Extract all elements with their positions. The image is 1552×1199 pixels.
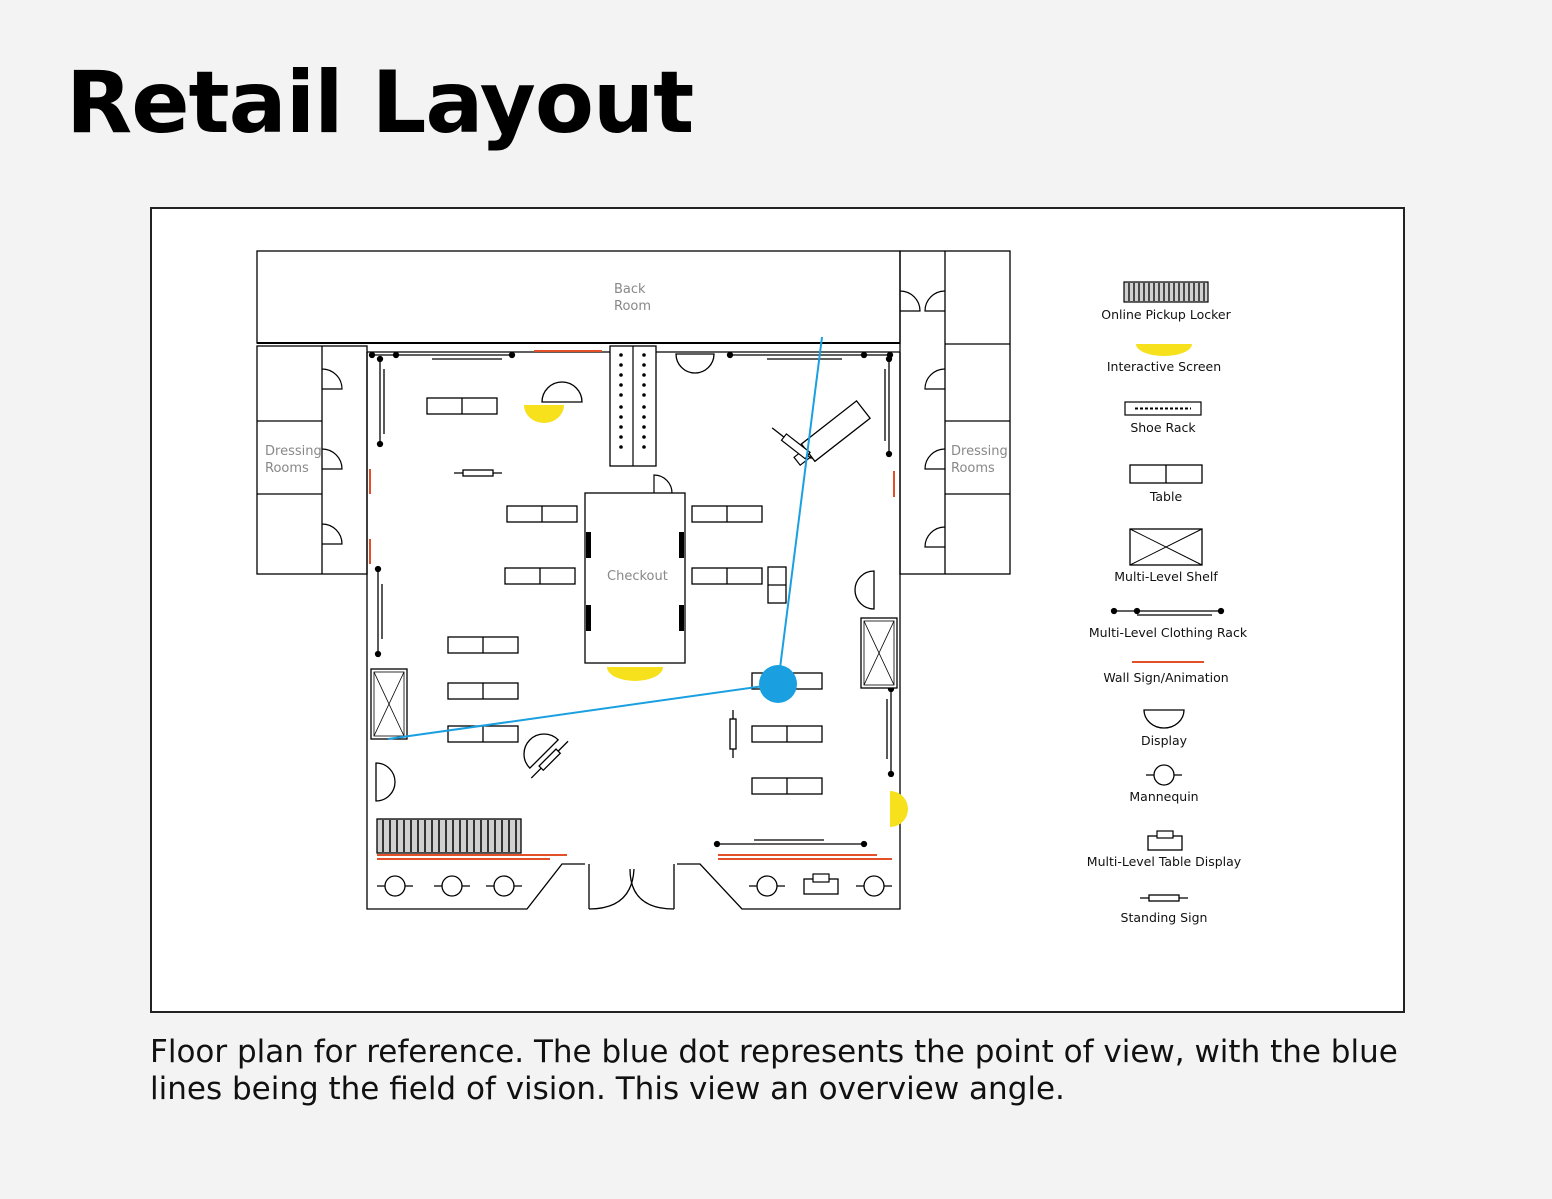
- field-of-view: [387, 336, 823, 740]
- legend-table-label: Table: [1149, 489, 1183, 504]
- checkout-counter: Checkout: [584, 474, 686, 681]
- legend-screen-label: Interactive Screen: [1107, 359, 1221, 374]
- shoe-rack: [609, 345, 657, 467]
- legend-shoe-label: Shoe Rack: [1130, 420, 1196, 435]
- legend-locker: Online Pickup Locker: [1101, 281, 1232, 322]
- displays: [375, 353, 875, 802]
- legend-sign: Wall Sign/Animation: [1103, 661, 1229, 685]
- dressing-doors: [321, 290, 946, 548]
- back-room-label-2: Room: [614, 299, 651, 314]
- legend-display: Display: [1141, 709, 1188, 748]
- interactive-screens: [524, 405, 908, 827]
- legend-standing-sign: Standing Sign: [1121, 894, 1208, 925]
- legend-standing-sign-label: Standing Sign: [1121, 910, 1208, 925]
- legend-sign-label: Wall Sign/Animation: [1103, 670, 1228, 685]
- legend-shelf: Multi-Level Shelf: [1114, 528, 1218, 584]
- room-labels: Back Room Dressing Rooms Dressing Rooms: [265, 282, 1008, 476]
- mannequins: [376, 873, 893, 897]
- legend-mannequin: Mannequin: [1129, 764, 1199, 804]
- legend-display-label: Display: [1141, 733, 1188, 748]
- legend-table-display-label: Multi-Level Table Display: [1087, 854, 1242, 869]
- legend-rack-label: Multi-Level Clothing Rack: [1089, 625, 1248, 640]
- floor-plan: Back Room Dressing Rooms Dressing Rooms …: [256, 250, 1248, 925]
- dressing-left-label-2: Rooms: [265, 461, 309, 476]
- legend-shelf-label: Multi-Level Shelf: [1114, 569, 1218, 584]
- multi-level-table-display: [803, 873, 839, 895]
- legend-table-display: Multi-Level Table Display: [1087, 830, 1242, 869]
- pickup-locker: [376, 818, 522, 854]
- legend-table: Table: [1129, 464, 1203, 504]
- page-title: Retail Layout: [66, 53, 694, 153]
- legend-mannequin-label: Mannequin: [1129, 789, 1198, 804]
- legend-screen: Interactive Screen: [1107, 344, 1221, 374]
- clothing-racks: [368, 351, 895, 848]
- legend-locker-label: Online Pickup Locker: [1101, 307, 1231, 322]
- back-room-label-1: Back: [614, 282, 646, 297]
- point-of-view-dot: [759, 665, 797, 703]
- legend-shoe: Shoe Rack: [1124, 401, 1202, 435]
- dressing-left-label-1: Dressing: [265, 444, 322, 459]
- floor-plan-frame: Back Room Dressing Rooms Dressing Rooms …: [150, 207, 1405, 1013]
- legend-rack: Multi-Level Clothing Rack: [1089, 607, 1248, 640]
- checkout-label: Checkout: [607, 569, 668, 584]
- caption: Floor plan for reference. The blue dot r…: [150, 1034, 1398, 1107]
- legend: Online Pickup Locker Interactive Screen …: [1087, 281, 1248, 925]
- wall-signs: [369, 350, 895, 860]
- tables: [426, 397, 823, 795]
- dressing-right-label-2: Rooms: [951, 461, 995, 476]
- dressing-right-label-1: Dressing: [951, 444, 1008, 459]
